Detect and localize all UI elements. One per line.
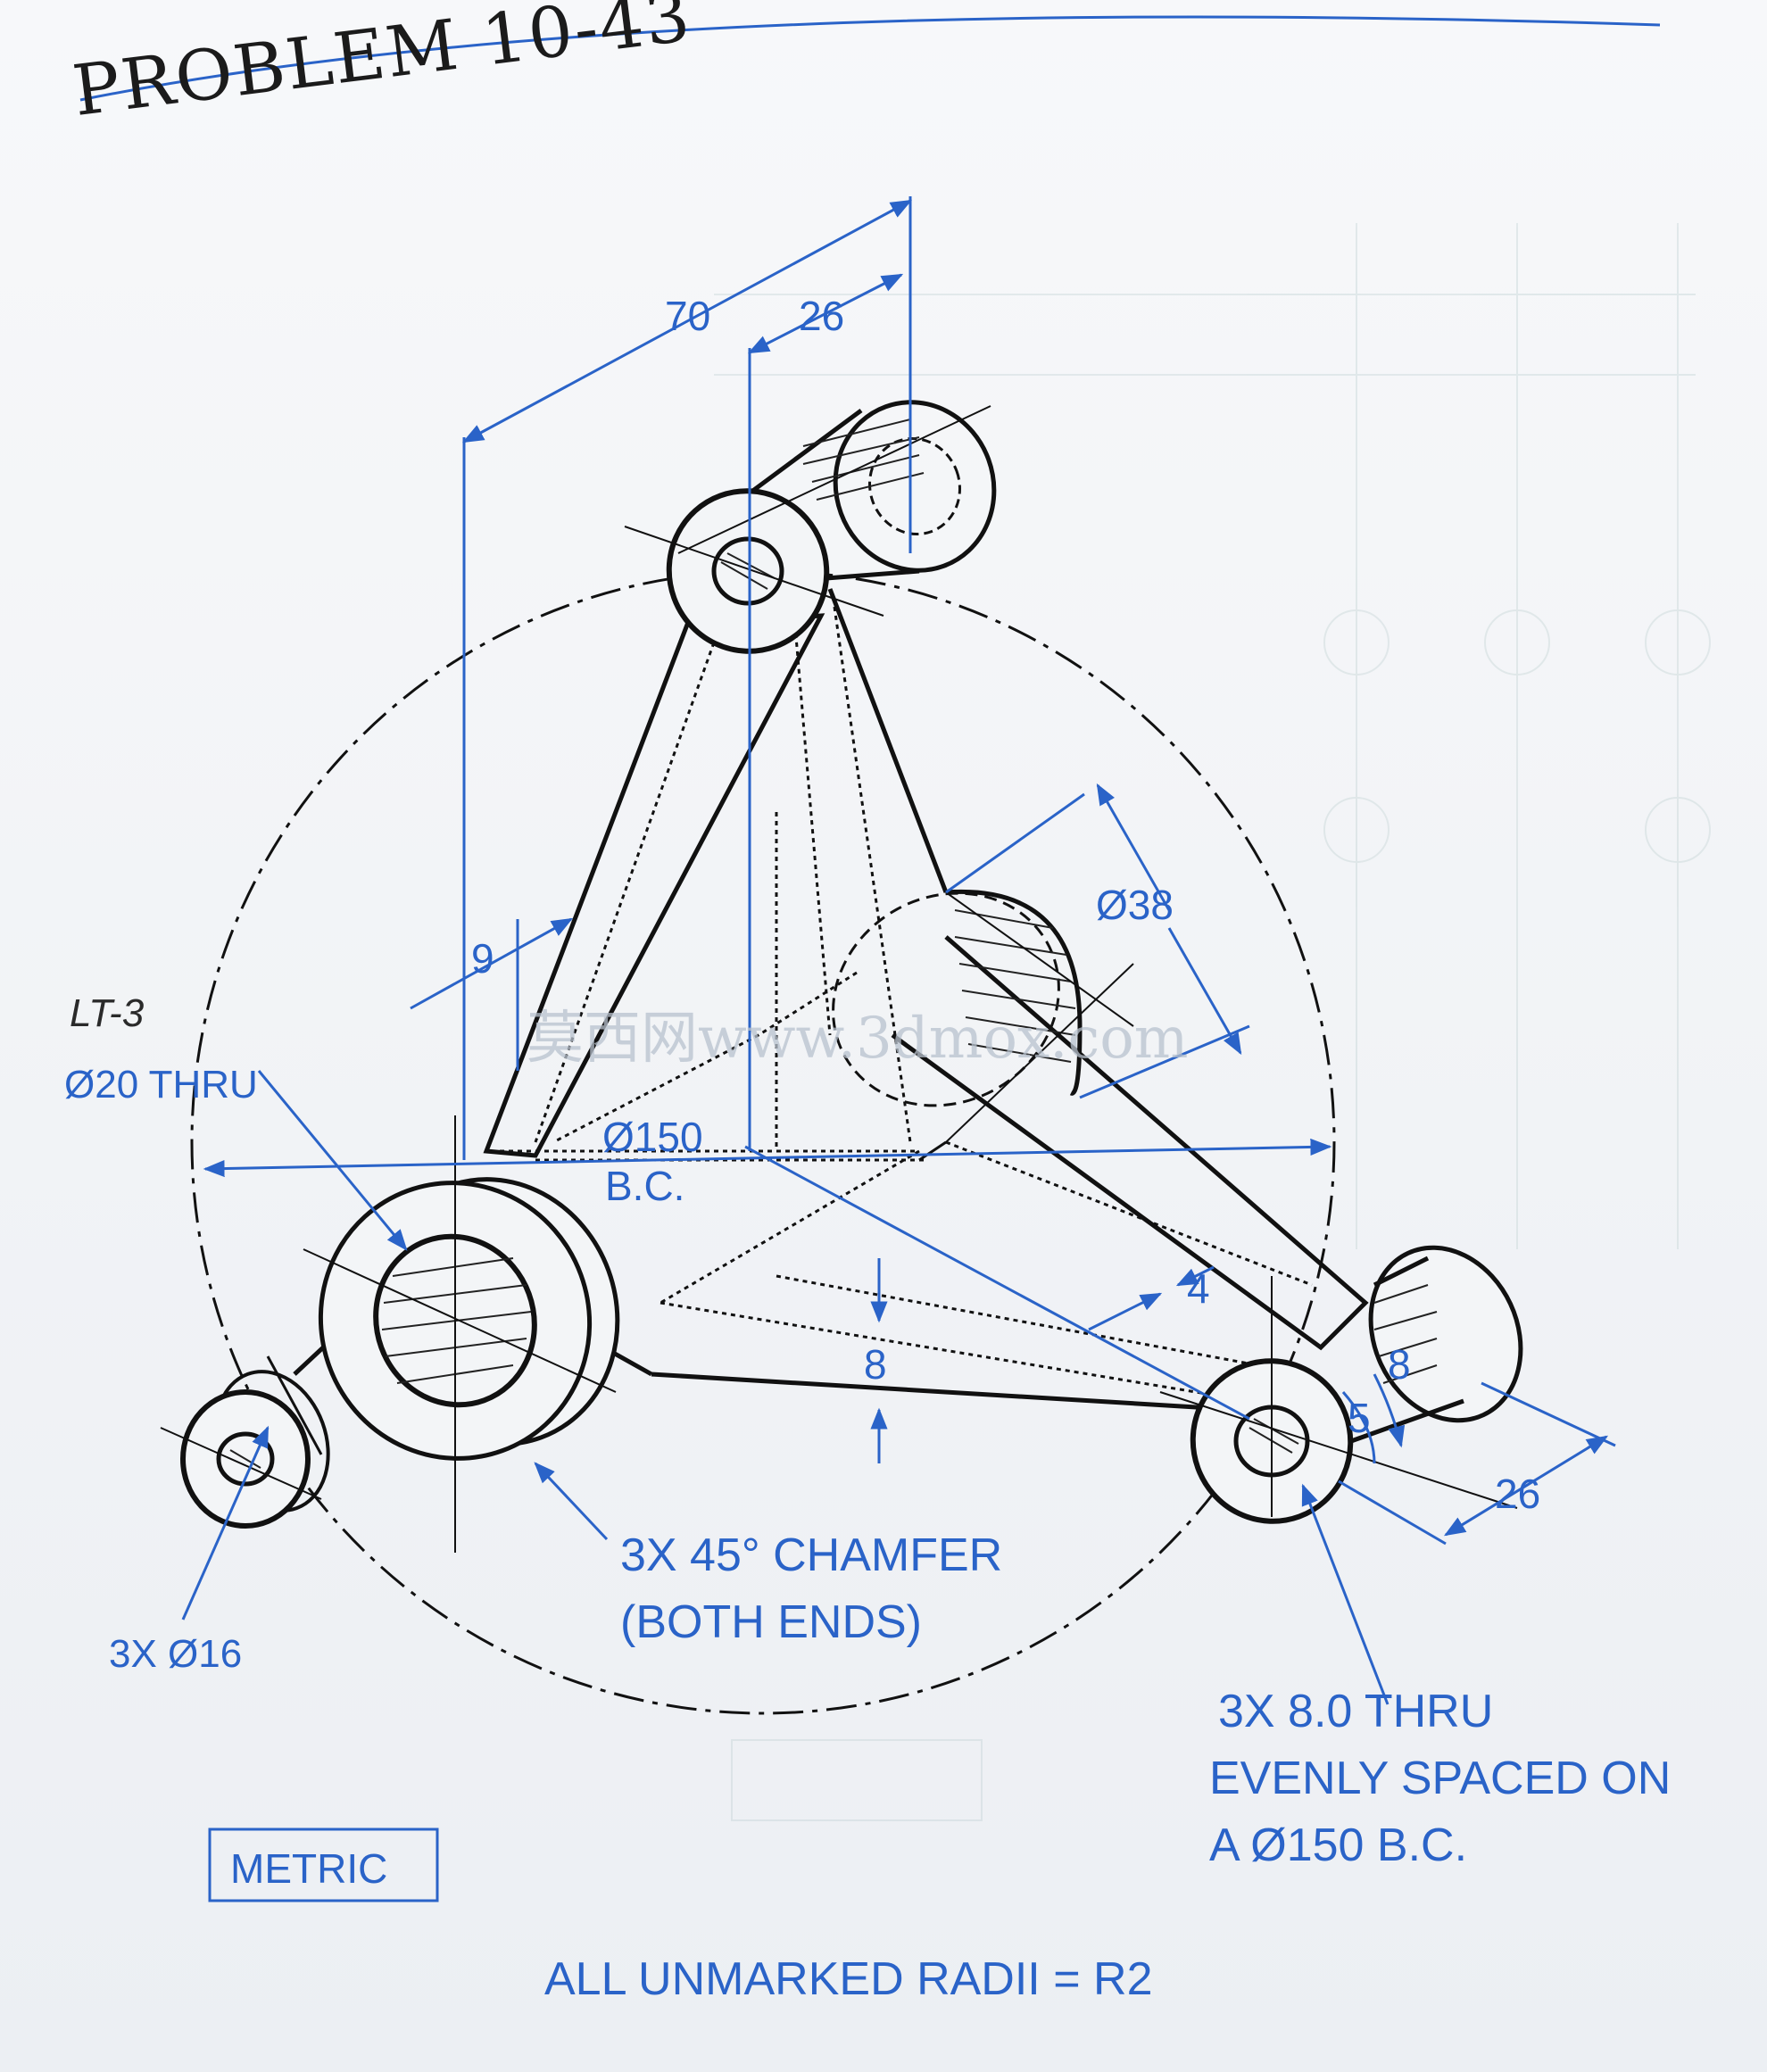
right-arm [891,935,1369,1351]
chamfer-leader [534,1462,609,1541]
holes-note-line3: A Ø150 B.C. [1209,1819,1467,1871]
central-boss-visible [945,889,1083,1096]
linetype-label: LT-3 [70,991,145,1035]
radii-note: ALL UNMARKED RADII = R2 [544,1953,1152,2005]
dim-8-center: 8 [864,1341,887,1388]
dim-9: 9 [471,935,494,982]
top-bolt-hole-boss [666,488,830,654]
upper-arm [483,613,825,1158]
thru-hole-leader [257,1070,408,1251]
metric-label: METRIC [230,1845,387,1892]
dim-5: 5 [1348,1395,1371,1441]
dim-26-right: 26 [1495,1471,1540,1517]
dim-70: 70 [665,293,710,339]
dim-38: Ø38 [1096,882,1174,928]
dim-150: Ø150 [602,1114,703,1160]
holes-note-line2: EVENLY SPACED ON [1209,1753,1671,1804]
metric-box [208,1828,439,1902]
central-boss-hidden [832,891,1060,1107]
bosses-note: 3X Ø16 [109,1632,242,1676]
holes-note-line1: 3X 8.0 THRU [1218,1686,1493,1737]
dim-8-right: 8 [1388,1341,1411,1388]
holes-leader [1301,1483,1390,1705]
dim-26-top: 26 [799,293,844,339]
dim-bc: B.C. [605,1163,684,1209]
dimension-lines [181,196,1616,1705]
thru-hole-note: Ø20 THRU [64,1063,258,1106]
dim-4: 4 [1187,1265,1210,1312]
chamfer-note-line1: 3X 45° CHAMFER [620,1529,1002,1581]
bosses-leader [181,1425,270,1620]
centerlines [160,405,1518,1553]
chamfer-note-line2: (BOTH ENDS) [620,1596,922,1648]
header-rule [79,15,1661,102]
watermark: 莫西网www.3dmox.com [527,1006,1189,1072]
